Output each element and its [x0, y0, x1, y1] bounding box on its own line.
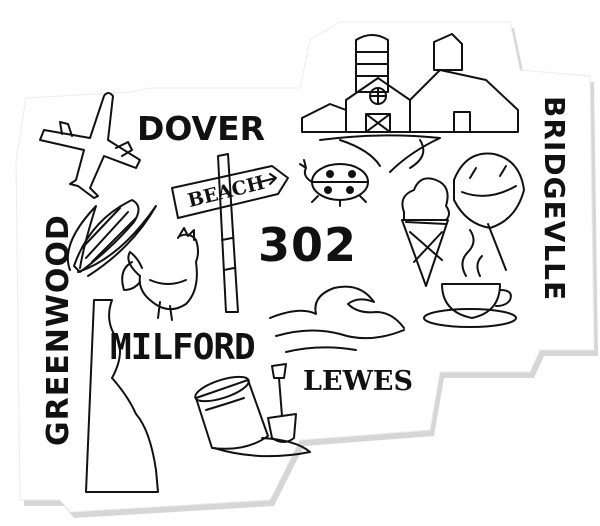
sticker-outline — [15, 21, 598, 518]
sand-bucket-icon — [194, 375, 311, 458]
coffee-cup-icon — [423, 229, 517, 328]
corn-icon — [66, 199, 157, 277]
horseshoe-crab-icon — [453, 152, 525, 271]
wave-icon — [269, 285, 405, 353]
bridgeville-label: BRIDGEVLLE — [538, 96, 571, 302]
area-code-label: 302 — [258, 218, 358, 272]
airplane-icon — [39, 92, 141, 199]
milford-label: MILFORD — [110, 327, 256, 368]
delaware-map-icon — [85, 299, 159, 493]
beach-sign-icon — [171, 153, 289, 313]
barn-icon — [301, 33, 519, 173]
dover-label: DOVER — [137, 109, 266, 148]
lewes-label: LEWES — [303, 366, 413, 397]
greenwood-label: GREENWOOD — [41, 214, 76, 446]
rooster-icon — [121, 227, 199, 321]
ice-cream-icon — [401, 177, 450, 287]
ladybug-icon — [299, 159, 369, 207]
shovel-icon — [267, 363, 297, 443]
